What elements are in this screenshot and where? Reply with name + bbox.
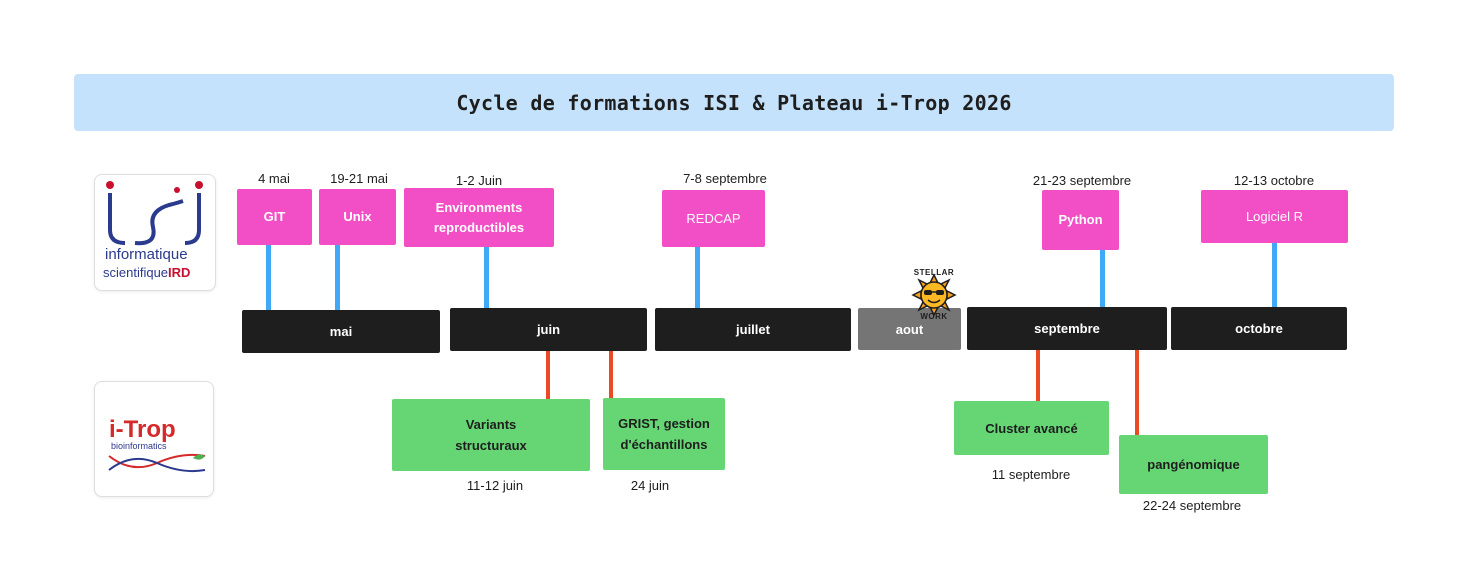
month-juillet: juillet <box>655 308 851 351</box>
page-title: Cycle de formations ISI & Plateau i-Trop… <box>456 90 1012 115</box>
training-label: Logiciel R <box>1245 208 1304 224</box>
connector-redcap <box>695 246 700 316</box>
training-pangenomique: pangénomique <box>1119 435 1268 494</box>
month-septembre: septembre <box>967 307 1167 350</box>
training-label: pangénomique <box>1147 457 1240 472</box>
itrop-logo: i-Trop bioinformatics <box>94 381 214 497</box>
date-python: 21-23 septembre <box>1032 173 1132 188</box>
training-label: Variants structuraux <box>455 417 527 453</box>
date-environments: 1-2 Juin <box>455 173 503 188</box>
training-label: GRIST, gestion d'échantillons <box>618 416 710 452</box>
month-label: septembre <box>1034 321 1100 336</box>
month-label: juillet <box>736 322 770 337</box>
sun-icon <box>911 273 957 317</box>
itrop-logo-sub: bioinformatics <box>111 441 167 451</box>
month-mai: mai <box>242 310 440 353</box>
dna-icon <box>108 453 206 473</box>
date-logiciel-r: 12-13 octobre <box>1233 173 1315 188</box>
isi-logo-line1: informatique <box>105 246 188 263</box>
connector-logiciel-r <box>1272 242 1277 314</box>
training-logiciel-r: Logiciel R <box>1201 190 1348 243</box>
isi-logo-line2: scientifiqueIRD <box>103 265 190 280</box>
training-git: GIT <box>237 189 312 245</box>
connector-grist <box>609 340 613 406</box>
training-python: Python <box>1042 190 1119 250</box>
training-label: Unix <box>343 209 372 224</box>
month-label: mai <box>329 324 353 339</box>
training-cluster: Cluster avancé <box>954 401 1109 455</box>
isi-logo-ird: IRD <box>168 265 191 280</box>
connector-cluster <box>1036 342 1040 416</box>
month-label: octobre <box>1235 321 1283 336</box>
isi-logo-scientifique: scientifique <box>103 265 169 280</box>
date-redcap: 7-8 septembre <box>683 171 767 186</box>
month-octobre: octobre <box>1171 307 1347 350</box>
connector-pangenomique <box>1135 342 1139 450</box>
connector-git <box>266 244 271 311</box>
date-unix: 19-21 mai <box>330 171 388 186</box>
training-variants: Variants structuraux <box>392 399 590 471</box>
connector-variants <box>546 341 550 406</box>
sticker-top: STELLAR <box>913 268 955 277</box>
training-label: REDCAP <box>686 210 741 226</box>
connector-environments <box>484 246 489 316</box>
training-environments: Environments reproductibles <box>404 188 554 247</box>
connector-python <box>1100 249 1105 307</box>
training-grist: GRIST, gestion d'échantillons <box>603 398 725 470</box>
date-pangenomique: 22-24 septembre <box>1142 498 1242 513</box>
date-variants: 11-12 juin <box>466 478 524 493</box>
isi-logo-mark <box>106 181 203 246</box>
training-label: Environments reproductibles <box>433 199 525 235</box>
training-label: Cluster avancé <box>985 420 1078 436</box>
itrop-logo-name: i-Trop <box>109 416 176 443</box>
title-banner: Cycle de formations ISI & Plateau i-Trop… <box>74 74 1394 131</box>
month-juin: juin <box>450 308 647 351</box>
training-unix: Unix <box>319 189 396 245</box>
training-label: GIT <box>263 209 286 224</box>
training-redcap: REDCAP <box>662 190 765 247</box>
connector-unix <box>335 244 340 311</box>
sticker-bottom: WORK <box>920 312 948 321</box>
training-label: Python <box>1058 212 1103 227</box>
month-label: aout <box>895 321 924 337</box>
date-git: 4 mai <box>258 171 290 186</box>
stellar-work-sticker: STELLAR WORK <box>908 268 960 322</box>
isi-logo: informatique scientifiqueIRD <box>94 174 216 291</box>
month-label: juin <box>536 322 561 337</box>
month-aout: aout <box>858 308 961 350</box>
date-grist: 24 juin <box>630 478 670 493</box>
date-cluster: 11 septembre <box>991 467 1071 482</box>
